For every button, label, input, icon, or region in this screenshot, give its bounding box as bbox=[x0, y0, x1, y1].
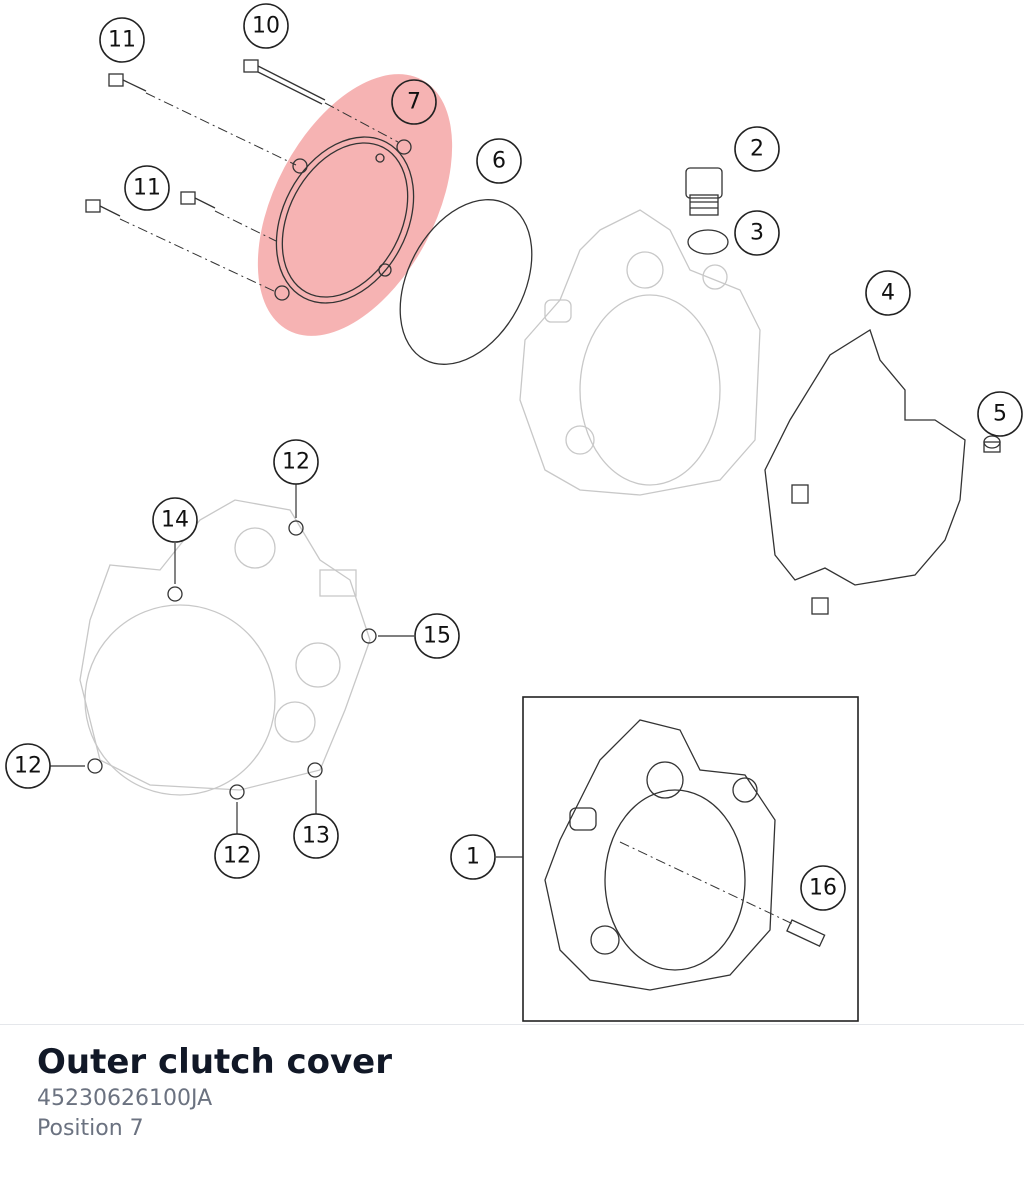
callout-1[interactable]: 1 bbox=[450, 834, 496, 880]
gasket-dowel-top bbox=[791, 484, 809, 504]
part-7-highlight[interactable] bbox=[218, 42, 493, 368]
svg-text:3: 3 bbox=[750, 221, 764, 246]
svg-text:14: 14 bbox=[161, 508, 189, 533]
part-16-dowel-pin[interactable] bbox=[786, 919, 826, 947]
callout-5[interactable]: 5 bbox=[977, 391, 1023, 437]
part-2-plug[interactable] bbox=[685, 167, 723, 216]
bolt-10[interactable] bbox=[243, 59, 399, 143]
clutch-cover-housing[interactable] bbox=[519, 209, 761, 496]
part-4-gasket[interactable] bbox=[764, 329, 966, 586]
callout-15[interactable]: 15 bbox=[414, 613, 460, 659]
cover-fasteners bbox=[87, 520, 377, 800]
part-caption: Outer clutch cover 45230626100JA Positio… bbox=[37, 1040, 392, 1144]
part-7-outer-clutch-cover[interactable] bbox=[249, 113, 441, 327]
svg-text:1: 1 bbox=[466, 845, 480, 870]
part-position: Position 7 bbox=[37, 1116, 144, 1141]
part-6-o-ring[interactable] bbox=[373, 177, 558, 387]
callout-16[interactable]: 16 bbox=[800, 865, 846, 911]
svg-text:12: 12 bbox=[282, 450, 310, 475]
svg-text:6: 6 bbox=[492, 149, 506, 174]
part-1-assembly[interactable] bbox=[544, 719, 776, 991]
bolt-11-mid[interactable] bbox=[180, 191, 277, 242]
callout-6[interactable]: 6 bbox=[476, 138, 522, 184]
callout-14[interactable]: 14 bbox=[152, 497, 198, 543]
svg-text:7: 7 bbox=[407, 90, 421, 115]
callout-7[interactable]: 7 bbox=[391, 79, 437, 125]
callout-12-left[interactable]: 12 bbox=[5, 743, 51, 789]
part-1-inset-frame bbox=[522, 696, 859, 1022]
callout-12-top[interactable]: 12 bbox=[273, 439, 319, 485]
callout-3[interactable]: 3 bbox=[734, 210, 780, 256]
svg-text:12: 12 bbox=[14, 754, 42, 779]
callout-4[interactable]: 4 bbox=[865, 270, 911, 316]
svg-text:11: 11 bbox=[133, 176, 161, 201]
part-title: Outer clutch cover bbox=[37, 1042, 392, 1082]
callout-12-bottom[interactable]: 12 bbox=[214, 833, 260, 879]
svg-text:11: 11 bbox=[108, 28, 136, 53]
svg-text:15: 15 bbox=[423, 624, 451, 649]
svg-text:10: 10 bbox=[252, 14, 280, 39]
callout-11-top[interactable]: 11 bbox=[99, 17, 145, 63]
svg-text:4: 4 bbox=[881, 281, 895, 306]
gasket-dowel-bottom bbox=[811, 597, 829, 615]
bolt-11-top[interactable] bbox=[108, 73, 297, 166]
svg-text:2: 2 bbox=[750, 137, 764, 162]
svg-text:13: 13 bbox=[302, 824, 330, 849]
svg-text:12: 12 bbox=[223, 844, 251, 869]
callout-13[interactable]: 13 bbox=[293, 813, 339, 859]
caption-divider bbox=[0, 1024, 1024, 1025]
part-5-dowel[interactable] bbox=[983, 435, 1001, 453]
svg-text:16: 16 bbox=[809, 876, 837, 901]
bolt-11-low[interactable] bbox=[85, 199, 277, 293]
svg-text:5: 5 bbox=[993, 402, 1007, 427]
part-number: 45230626100JA bbox=[37, 1086, 213, 1111]
callout-2[interactable]: 2 bbox=[734, 126, 780, 172]
part-3-seal-ring[interactable] bbox=[687, 229, 729, 255]
exploded-parts-diagram: 1 2 3 4 5 6 7 10 11 11 12 12 12 13 14 15… bbox=[5, 3, 1023, 1022]
callout-11-mid[interactable]: 11 bbox=[124, 165, 170, 211]
cover-inner-view bbox=[79, 499, 371, 796]
callout-10[interactable]: 10 bbox=[243, 3, 289, 49]
